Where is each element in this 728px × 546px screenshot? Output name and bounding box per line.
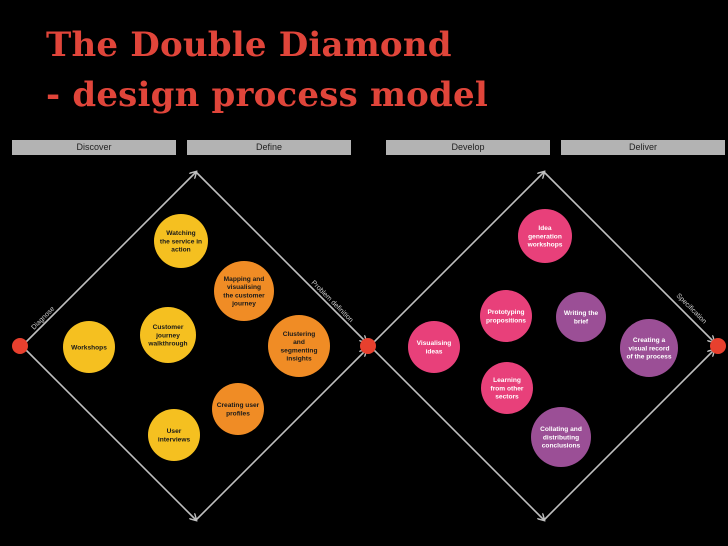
diamond-edge-6 [369, 345, 544, 520]
activity-label-line: the service in [160, 238, 202, 245]
phase-deliver: Deliver [561, 140, 725, 155]
activity-label-line: brief [574, 318, 589, 325]
activity-label-line: Writing the [564, 310, 599, 317]
start-node [12, 338, 28, 354]
activity-label-line: action [171, 247, 190, 254]
activity-label-line: Idea [538, 225, 552, 232]
activity-label-line: interviews [158, 436, 191, 443]
activity-label-line: Clustering [283, 331, 316, 338]
diamond-edge-5 [369, 172, 544, 347]
edge-label-diagnose: Diagnose [30, 305, 56, 331]
phase-discover: Discover [12, 140, 176, 155]
page-title-line-1: The Double Diamond [46, 25, 452, 65]
diamond-edge-1 [21, 172, 196, 347]
activity-label-line: Customer [153, 324, 184, 331]
activity-label-line: User [167, 428, 182, 435]
activity-label-line: Prototyping [488, 309, 525, 316]
phase-develop: Develop [386, 140, 550, 155]
activity-label-line: Workshops [71, 344, 107, 351]
page-title-line-2: - design process model [46, 75, 488, 115]
svg-text:Workshops: Workshops [71, 344, 107, 351]
activity-label-line: sectors [495, 394, 519, 401]
activity-label-line: visualising [227, 284, 261, 291]
activity-label-line: Mapping and [224, 276, 265, 283]
activity-label-line: journey [231, 301, 256, 308]
activity-label-line: and [293, 339, 305, 346]
activity-label-line: of the process [626, 354, 671, 361]
diamond-edge-7 [543, 171, 714, 342]
activity-label-line: profiles [226, 410, 250, 417]
activity-label-line: ideas [426, 348, 443, 355]
activity-label-line: Learning [493, 377, 521, 384]
diamond-edge-2 [21, 345, 196, 520]
activity-label-line: journey [155, 332, 180, 339]
activity-label-line: segmenting [280, 347, 317, 354]
activity-label-line: Watching [166, 230, 195, 237]
end-node [710, 338, 726, 354]
activity-label-line: Collating and [540, 426, 582, 433]
edge-label-problem-definition: Problem definition [310, 279, 355, 324]
midpoint-node [360, 338, 376, 354]
diamond-edge-4 [195, 350, 366, 521]
activity-label-line: propositions [486, 317, 526, 324]
activity-label-line: the customer [223, 292, 265, 299]
activity-label-line: Visualising [417, 340, 452, 347]
activity-label-line: from other [491, 385, 524, 392]
activity-label-line: visual record [628, 345, 669, 352]
activity-label-line: workshops [527, 242, 563, 249]
activity-label-line: walkthrough [147, 341, 187, 348]
activity-label-line: distributing [543, 434, 579, 441]
activity-label-line: Creating a [633, 337, 666, 344]
diamond-edge-8 [543, 350, 714, 521]
phase-define: Define [187, 140, 351, 155]
activity-label-line: Creating user [217, 402, 260, 409]
edge-label-specification: Specification [675, 292, 708, 325]
activity-label-line: conclusions [542, 443, 581, 450]
activity-label-line: insights [286, 356, 312, 363]
activity-workshops: Workshops [63, 321, 115, 373]
diamond-edge-3 [195, 171, 366, 342]
activity-label-line: generation [528, 233, 562, 240]
